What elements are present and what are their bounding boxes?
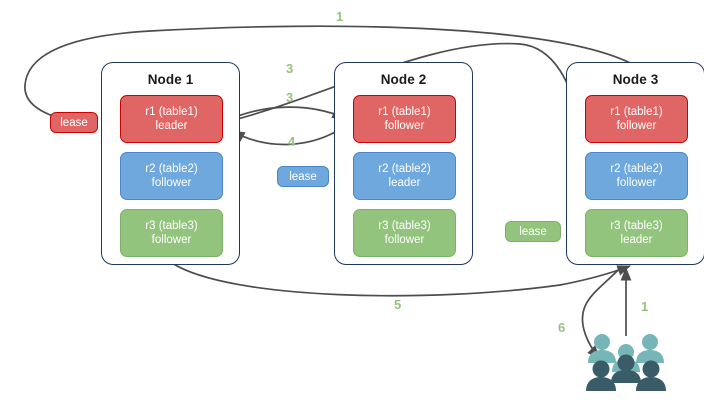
lease-badge-blue[interactable]: lease [277, 166, 329, 187]
step-label-1: 1 [641, 299, 649, 314]
replica-role: follower [616, 177, 657, 189]
replica-node2-r2[interactable]: r2 (table2) leader [353, 152, 456, 200]
replica-role: follower [151, 234, 192, 246]
replica-name: r3 (table3) [145, 220, 198, 232]
step-label-5: 5 [394, 297, 402, 312]
lease-label: lease [60, 116, 88, 129]
replica-node3-r1[interactable]: r1 (table1) follower [585, 95, 688, 143]
lease-badge-red[interactable]: lease [50, 112, 98, 133]
replica-role: follower [616, 120, 657, 132]
replica-role: follower [151, 177, 192, 189]
replica-name: r2 (table2) [378, 163, 431, 175]
replica-node3-r3[interactable]: r3 (table3) leader [585, 209, 688, 257]
node-card-node-3[interactable]: Node 3 r1 (table1) follower r2 (table2) … [566, 62, 704, 265]
lease-label: lease [519, 225, 547, 238]
replica-role: follower [384, 234, 425, 246]
step-label-6: 6 [558, 320, 566, 335]
replica-node2-r1[interactable]: r1 (table1) follower [353, 95, 456, 143]
users-icon [586, 334, 666, 391]
node-card-node-1[interactable]: Node 1 r1 (table1) leader r2 (table2) fo… [101, 62, 240, 265]
replica-role: follower [384, 120, 425, 132]
replica-name: r1 (table1) [145, 106, 198, 118]
step-label-3-node2: 3 [286, 90, 294, 105]
lease-badge-green[interactable]: lease [505, 221, 561, 242]
node-title: Node 2 [380, 72, 427, 87]
replica-node3-r2[interactable]: r2 (table2) follower [585, 152, 688, 200]
replica-role: leader [620, 234, 653, 246]
replica-name: r2 (table2) [610, 163, 663, 175]
node-card-node-2[interactable]: Node 2 r1 (table1) follower r2 (table2) … [334, 62, 473, 265]
arrow-step-5 [171, 262, 631, 297]
replica-role: leader [155, 120, 188, 132]
replica-role: leader [388, 177, 421, 189]
replica-node2-r3[interactable]: r3 (table3) follower [353, 209, 456, 257]
step-label-3-node3: 3 [286, 61, 294, 76]
replica-node1-r2[interactable]: r2 (table2) follower [120, 152, 223, 200]
node-title: Node 1 [147, 72, 194, 87]
replica-name: r3 (table3) [378, 220, 431, 232]
replica-name: r1 (table1) [610, 106, 663, 118]
step-label-2: 1 [336, 9, 344, 24]
replica-node1-r3[interactable]: r3 (table3) follower [120, 209, 223, 257]
lease-label: lease [289, 170, 317, 183]
replica-name: r1 (table1) [378, 106, 431, 118]
replica-name: r3 (table3) [610, 220, 663, 232]
replica-name: r2 (table2) [145, 163, 198, 175]
replica-node1-r1[interactable]: r1 (table1) leader [120, 95, 223, 143]
step-label-4: 4 [288, 134, 296, 149]
arrow-step-3-node2 [225, 106, 346, 122]
node-title: Node 3 [612, 72, 659, 87]
